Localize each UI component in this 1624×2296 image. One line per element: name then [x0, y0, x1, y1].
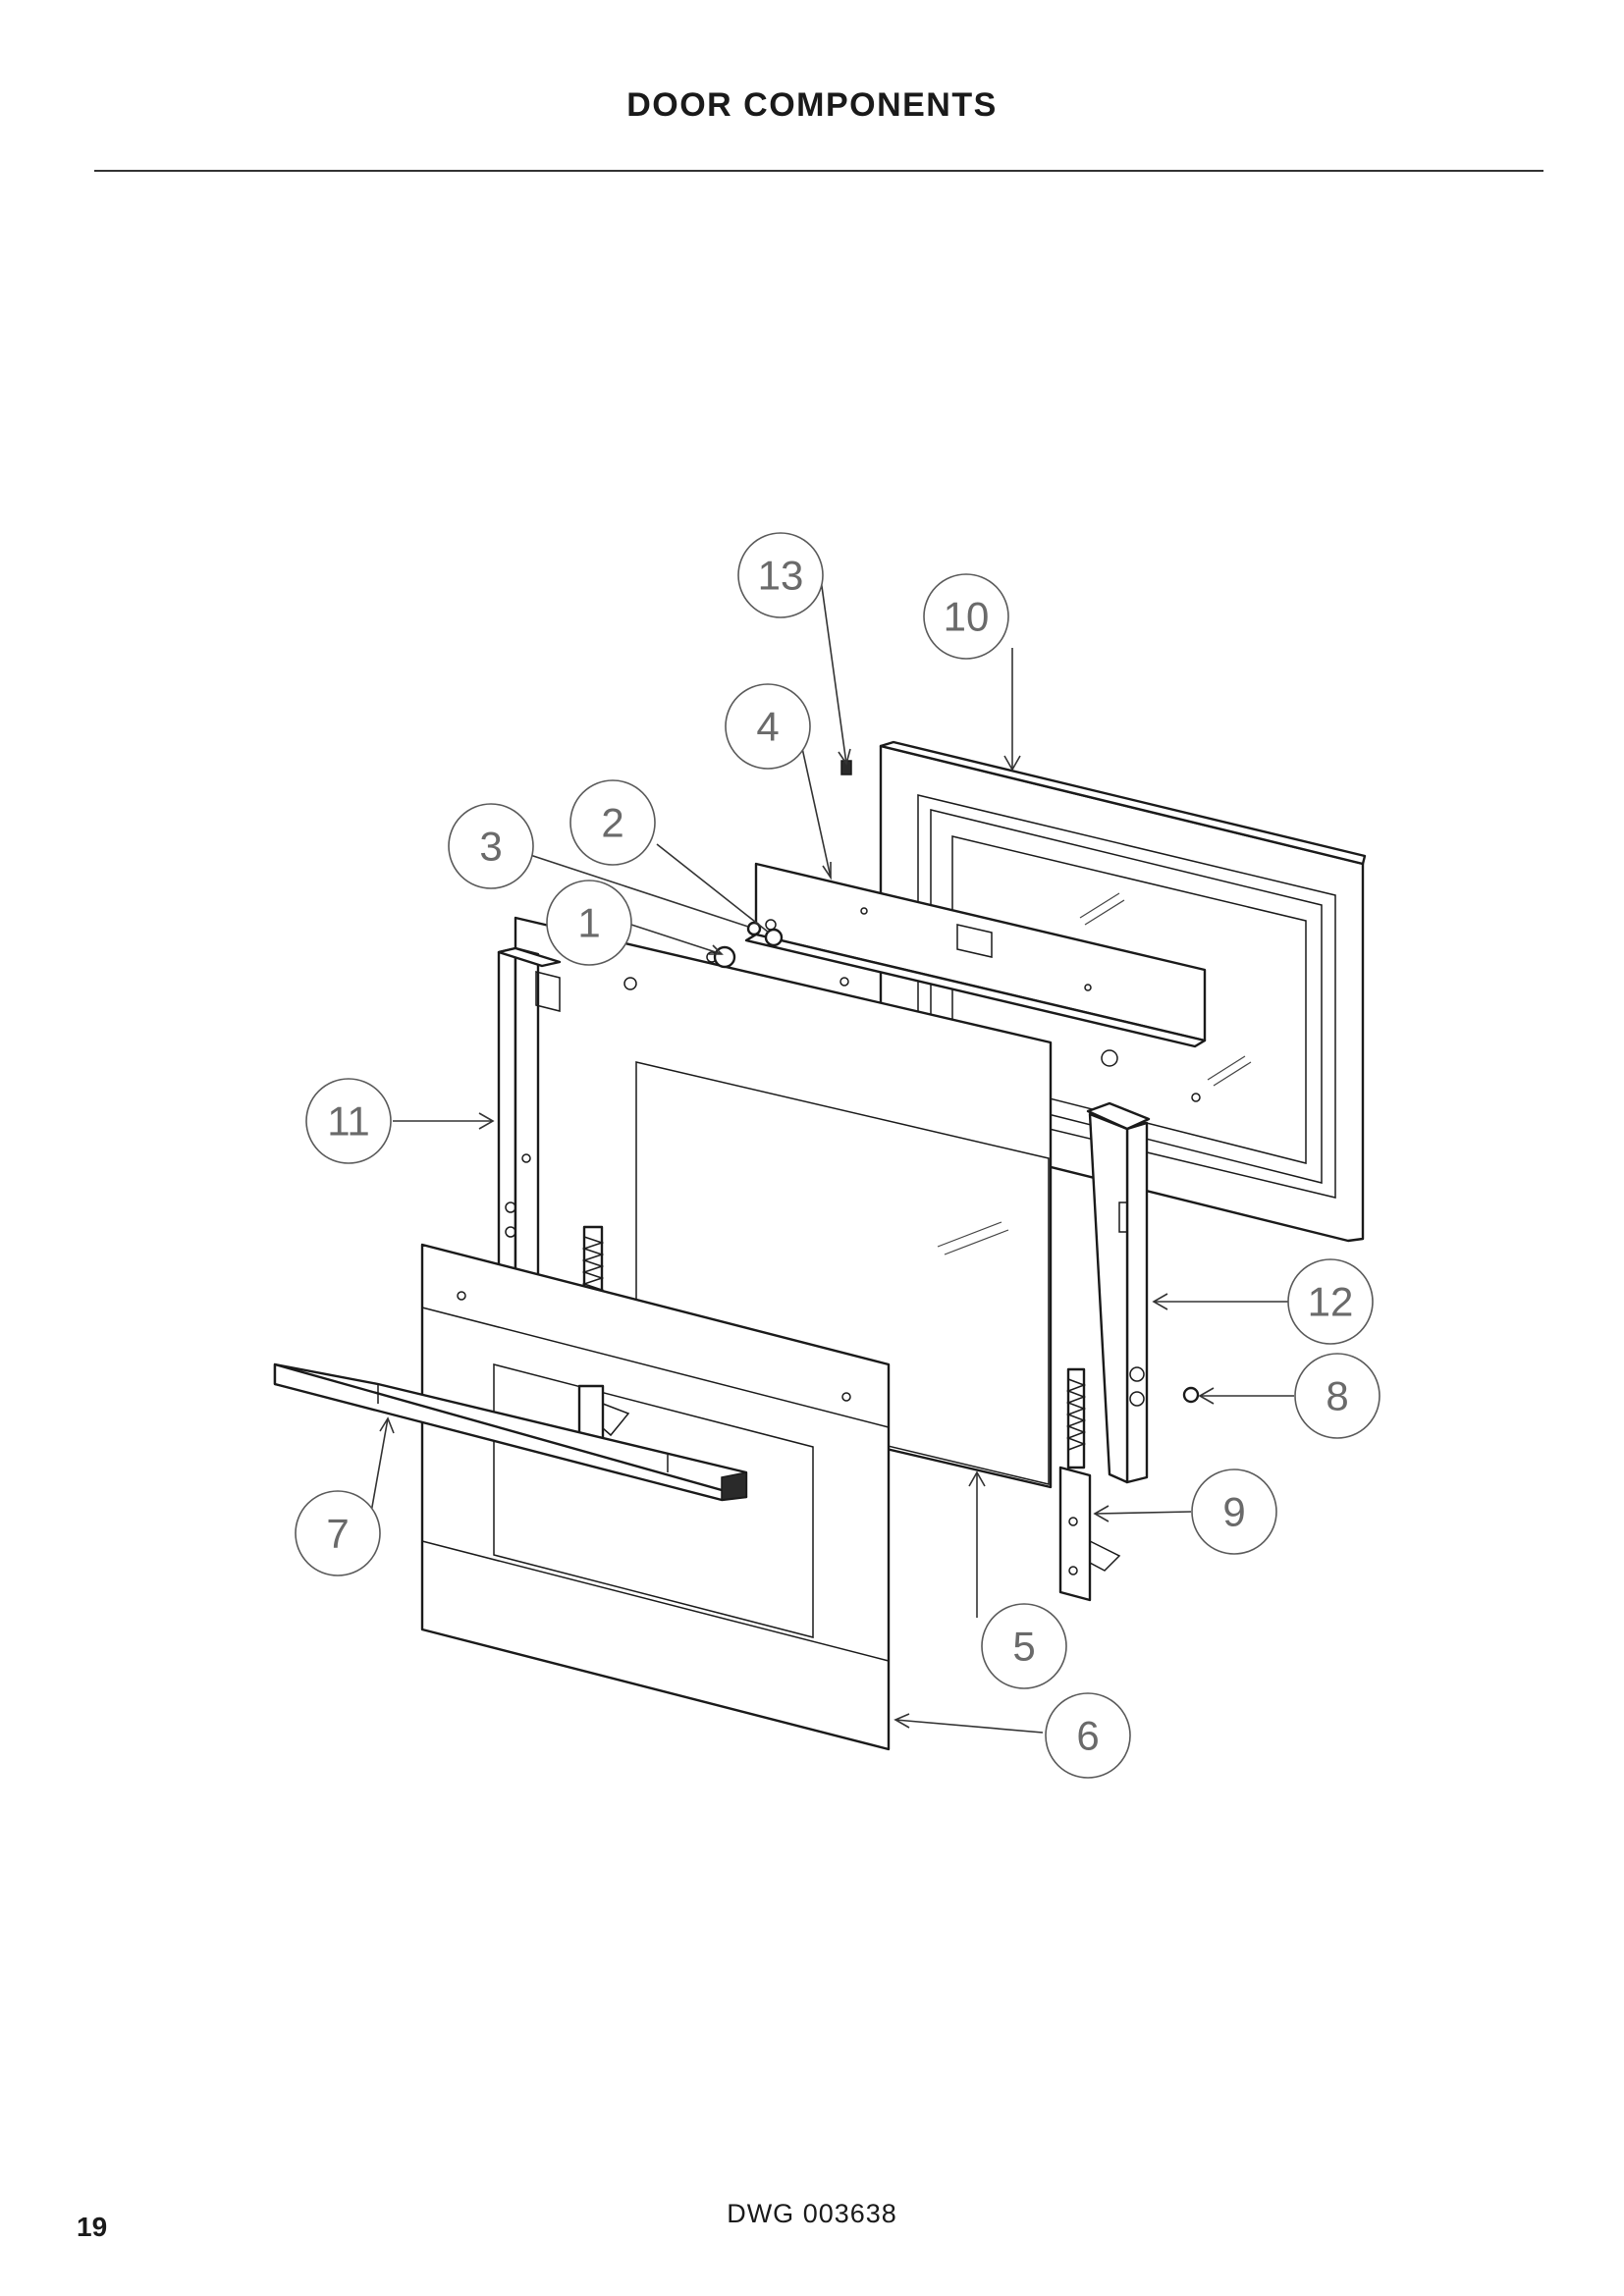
- leader-3: [526, 853, 749, 928]
- leader-4: [799, 738, 832, 879]
- leader-6: [894, 1719, 1044, 1734]
- page-title: DOOR COMPONENTS: [626, 86, 998, 124]
- leader-2: [656, 843, 770, 934]
- leader-lines: [368, 578, 1294, 1734]
- callout-label: 1: [577, 900, 600, 946]
- door-handle-part: [273, 1362, 748, 1502]
- callout-9: 9: [1191, 1468, 1277, 1555]
- callout-5: 5: [981, 1603, 1067, 1689]
- page-number: 19: [77, 2212, 108, 2242]
- callout-10: 10: [923, 573, 1009, 660]
- callout-8: 8: [1294, 1353, 1380, 1439]
- leader-7: [368, 1417, 389, 1524]
- callout-label: 10: [944, 594, 990, 640]
- leader-1: [624, 922, 723, 955]
- left-hinge-channel-part: [497, 946, 562, 1284]
- callout-label: 3: [479, 824, 502, 870]
- right-hinge-channel-part: [1086, 1101, 1151, 1484]
- outer-door-panel-part: [420, 1243, 891, 1751]
- callout-13: 13: [737, 532, 824, 618]
- callout-label: 7: [326, 1511, 349, 1557]
- top-channel-part: [744, 862, 1207, 1048]
- callout-label: 12: [1308, 1279, 1354, 1325]
- callout-6: 6: [1045, 1692, 1131, 1779]
- callout-label: 2: [601, 800, 623, 846]
- right-hinge-part: [1058, 1367, 1121, 1602]
- cap-part: [1182, 1386, 1200, 1404]
- callout-label: 6: [1076, 1713, 1099, 1759]
- callout-1: 1: [546, 880, 632, 966]
- leader-9: [1094, 1511, 1192, 1515]
- callout-2: 2: [569, 779, 656, 866]
- callout-label: 4: [756, 704, 779, 750]
- callout-label: 8: [1326, 1373, 1348, 1419]
- callout-label: 13: [758, 553, 804, 599]
- callout-11: 11: [305, 1078, 392, 1164]
- leader-13: [820, 578, 847, 765]
- callout-label: 9: [1222, 1489, 1245, 1535]
- callout-4: 4: [725, 683, 811, 770]
- drawing-number: DWG 003638: [727, 2199, 897, 2228]
- callout-7: 7: [295, 1490, 381, 1576]
- callout-3: 3: [448, 803, 534, 889]
- callout-12: 12: [1287, 1258, 1374, 1345]
- title-divider: [94, 170, 1543, 172]
- callout-label: 5: [1012, 1624, 1035, 1670]
- fastener-parts: [713, 760, 852, 969]
- callout-label: 11: [327, 1098, 370, 1145]
